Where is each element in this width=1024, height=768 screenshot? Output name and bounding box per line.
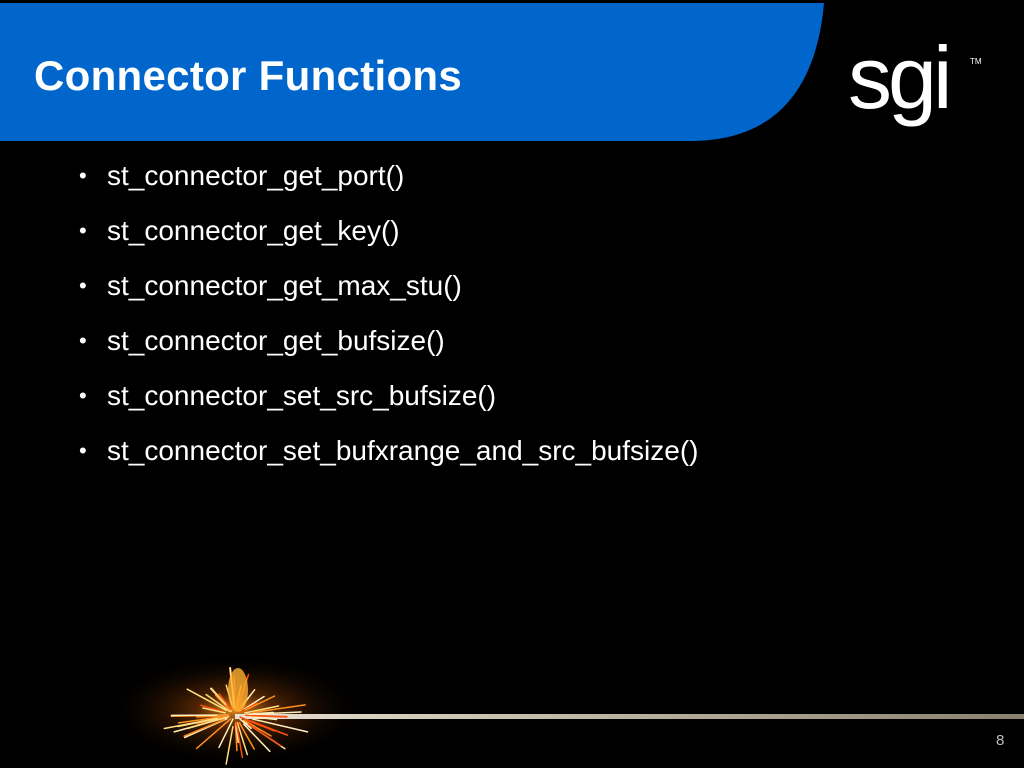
spark [239, 716, 263, 727]
spark [238, 721, 255, 750]
spark [195, 717, 232, 750]
spark [234, 722, 238, 752]
spark [250, 714, 288, 718]
spark [218, 693, 232, 710]
spark [177, 715, 229, 724]
spark [218, 718, 234, 749]
spark [235, 721, 244, 759]
spark [252, 718, 309, 733]
spark [210, 687, 227, 706]
spark [243, 705, 280, 714]
spark [183, 718, 225, 738]
spark [225, 725, 234, 765]
spark [239, 718, 252, 730]
spark [200, 704, 225, 713]
burning-fuse-graphic [105, 654, 1024, 766]
spark [196, 714, 230, 718]
spark [235, 725, 239, 744]
spark [202, 707, 226, 714]
bullet-icon: • [79, 273, 87, 298]
spark [244, 715, 278, 721]
spark [236, 721, 249, 756]
bullet-icon: • [79, 383, 87, 408]
svg-text:TM: TM [970, 57, 982, 66]
bullet-icon: • [79, 218, 87, 243]
page-number: 8 [996, 732, 1005, 749]
spark [186, 688, 227, 711]
spark [205, 693, 231, 713]
bullet-icon: • [79, 438, 87, 463]
spark [241, 702, 258, 712]
bullet-icon: • [79, 328, 87, 353]
spark [243, 719, 272, 737]
spark [243, 695, 265, 710]
svg-text:sgi: sgi [848, 30, 949, 127]
sgi-logo: sgi TM [848, 30, 982, 127]
spark [245, 695, 276, 711]
title-band [0, 3, 824, 141]
spark [163, 717, 218, 730]
spark [187, 717, 226, 730]
spark [214, 694, 232, 712]
spark [248, 711, 302, 716]
slide-title: Connector Functions [34, 52, 463, 99]
spark [252, 704, 306, 714]
spark [247, 723, 282, 747]
bullet-icon: • [79, 163, 87, 188]
spark [243, 723, 271, 753]
